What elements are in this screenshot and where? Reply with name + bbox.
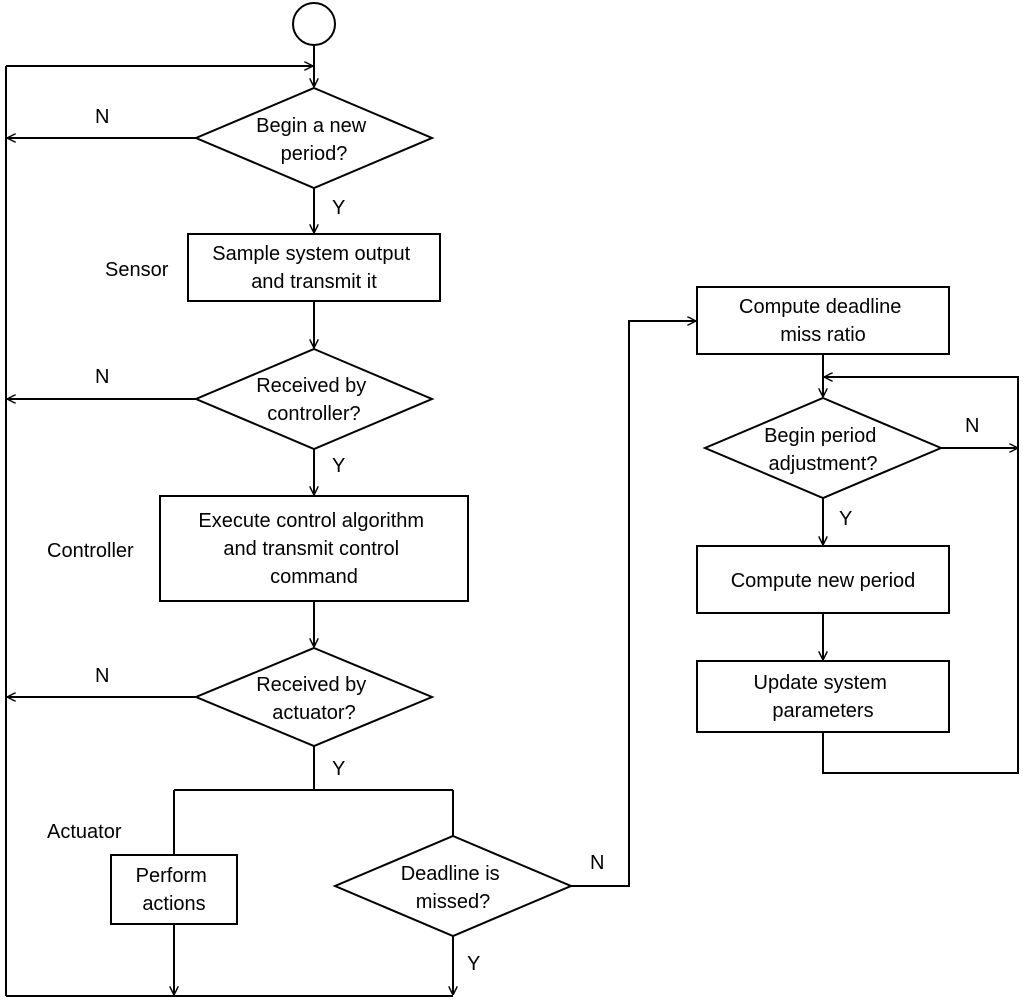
deadline-missed-yes-label: Y [467,953,480,975]
execute-control-line-2: and transmit control [223,538,399,560]
received-by-controller-decision [193,347,435,451]
received-by-actuator-line-1: Received by [256,674,366,696]
deadline-missed-no-label: N [590,852,604,874]
perform-actions-line-2: actions [142,893,205,915]
received-by-controller-line-2: controller? [267,403,360,425]
execute-control-text: Execute control algorithm and transmit c… [198,510,429,588]
controller-label: Controller [47,540,134,562]
received-by-actuator-text: Received by actuator? [256,674,372,724]
sample-output-line-1: Sample system output [212,243,410,265]
begin-period-yes-label: Y [332,197,345,219]
begin-adjust-no-label: N [965,415,979,437]
execute-control-line-1: Execute control algorithm [198,510,424,532]
begin-period-adjustment-line-2: adjustment? [769,453,878,475]
compute-deadline-miss-ratio-line-2: miss ratio [780,324,866,346]
update-system-parameters-line-2: parameters [772,700,873,722]
begin-new-period-text: Begin a new period? [256,115,372,165]
begin-period-no-label: N [95,106,109,128]
deadline-missed-text: Deadline is missed? [401,863,506,913]
update-system-parameters-process [696,660,950,733]
begin-period-adjustment-text: Begin period adjustment? [764,425,882,475]
execute-control-process [159,495,469,602]
compute-new-period-line-1: Compute new period [731,570,916,592]
sensor-label: Sensor [105,259,169,281]
begin-period-adjustment-decision [702,396,944,500]
received-by-controller-text: Received by controller? [256,375,372,425]
received-by-actuator-decision [193,646,435,748]
sample-output-text: Sample system output and transmit it [212,243,415,293]
deadline-missed-decision [332,834,574,938]
received-by-actuator-line-2: actuator? [272,702,355,724]
deadline-missed-line-1: Deadline is [401,863,500,885]
update-system-parameters-text: Update system parameters [754,672,893,722]
update-system-parameters-line-1: Update system [754,672,887,694]
edge-deadline-no [571,321,696,887]
sample-output-process [187,233,441,302]
compute-deadline-miss-ratio-text: Compute deadline miss ratio [739,296,907,346]
perform-actions-line-1: Perform [136,865,207,887]
execute-control-line-3: command [270,566,358,588]
begin-new-period-line-2: period? [281,143,348,165]
begin-adjust-yes-label: Y [839,508,852,530]
received-controller-no-label: N [95,366,109,388]
compute-deadline-miss-ratio-process [696,286,950,355]
sample-output-line-2: and transmit it [251,271,377,293]
received-by-controller-line-1: Received by [256,375,366,397]
received-actuator-no-label: N [95,665,109,687]
received-controller-yes-label: Y [332,455,345,477]
edge-right-loop [822,377,1019,774]
compute-new-period-text: Compute new period [731,570,916,592]
deadline-missed-line-2: missed? [416,891,490,913]
start-node [292,2,336,46]
begin-period-adjustment-line-1: Begin period [764,425,876,447]
perform-actions-text: Perform actions [136,865,213,915]
compute-deadline-miss-ratio-line-1: Compute deadline [739,296,901,318]
begin-new-period-decision [193,86,435,190]
actuator-label: Actuator [47,821,122,843]
received-actuator-yes-label: Y [332,758,345,780]
begin-new-period-line-1: Begin a new [256,115,367,137]
